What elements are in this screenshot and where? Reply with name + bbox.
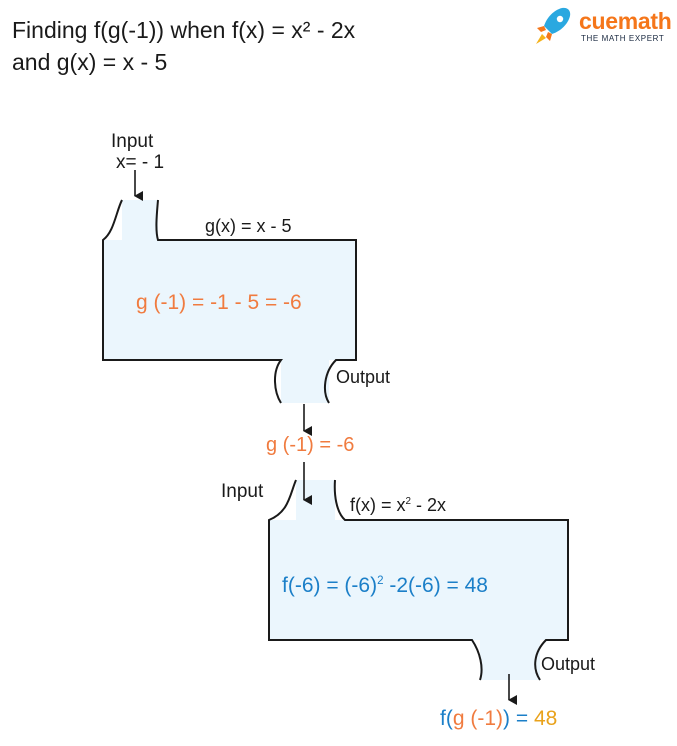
machine-f-outline: [268, 479, 569, 681]
machine-f-computation: f(-6) = (-6)2 -2(-6) = 48: [282, 574, 488, 597]
cuemath-logo: cuemath THE MATH EXPERT: [532, 4, 672, 48]
machine-g-input-label: Input: [111, 131, 154, 152]
machine-g-body: [103, 200, 356, 403]
logo-tagline: THE MATH EXPERT: [581, 34, 665, 43]
machine-f-input-label: Input: [221, 481, 264, 502]
machine-g-input-value: x= - 1: [116, 152, 165, 173]
machine-g-outline: [102, 199, 357, 404]
machine-g-computation: g (-1) = -1 - 5 = -6: [136, 291, 302, 314]
page-title: Finding f(g(-1)) when f(x) = x² - 2x and…: [12, 14, 355, 78]
title-line-2: and g(x) = x - 5: [12, 49, 168, 75]
machine-f-output-label: Output: [541, 654, 596, 674]
rocket-icon: [536, 7, 571, 44]
machine-f-body: [269, 480, 568, 680]
machine-f-function-label: f(x) = x2 - 2x: [350, 495, 447, 515]
title-line-1: Finding f(g(-1)) when f(x) = x² - 2x: [12, 17, 356, 43]
machine-g-output-label: Output: [336, 367, 391, 387]
logo-wordmark: cuemath: [579, 8, 672, 34]
machine-g-function-label: g(x) = x - 5: [205, 216, 292, 236]
final-result: f(g (-1)) = 48: [440, 707, 558, 730]
intermediate-value: g (-1) = -6: [266, 434, 355, 456]
